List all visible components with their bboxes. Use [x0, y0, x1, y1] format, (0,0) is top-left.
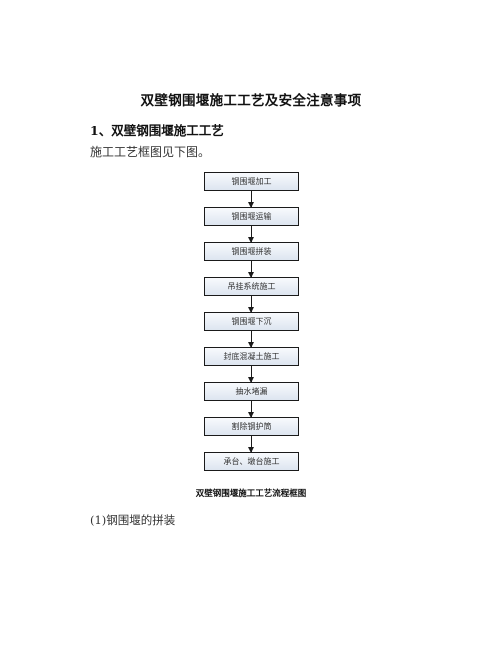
flow-arrow-4 [248, 296, 254, 313]
subsection-heading: (1)钢围堰的拼装 [90, 513, 176, 527]
flow-arrow-5 [248, 331, 254, 348]
flow-arrow-1 [248, 191, 254, 208]
flow-step-5: 钢围堰下沉 [204, 312, 299, 331]
flow-step-6: 封底混凝土施工 [204, 347, 299, 366]
flow-step-4: 吊挂系统施工 [204, 277, 299, 296]
flow-step-1: 钢围堰加工 [204, 172, 299, 191]
flow-arrow-2 [248, 226, 254, 243]
flow-step-9: 承台、墩台施工 [204, 452, 299, 471]
flow-step-7: 抽水堵漏 [204, 382, 299, 401]
flow-arrow-6 [248, 366, 254, 383]
flow-arrow-8 [248, 436, 254, 453]
flow-step-3: 钢围堰拼装 [204, 242, 299, 261]
document-title: 双壁钢围堰施工工艺及安全注意事项 [140, 93, 362, 109]
flowchart-caption: 双壁钢围堰施工工艺流程框图 [195, 489, 307, 499]
flow-arrow-3 [248, 261, 254, 278]
section-heading: 1、双壁钢围堰施工工艺 [90, 123, 224, 138]
flow-step-8: 割除钢护筒 [204, 417, 299, 436]
intro-paragraph: 施工工艺框图见下图。 [90, 145, 211, 159]
flow-arrow-7 [248, 401, 254, 418]
flow-step-2: 钢围堰运输 [204, 207, 299, 226]
